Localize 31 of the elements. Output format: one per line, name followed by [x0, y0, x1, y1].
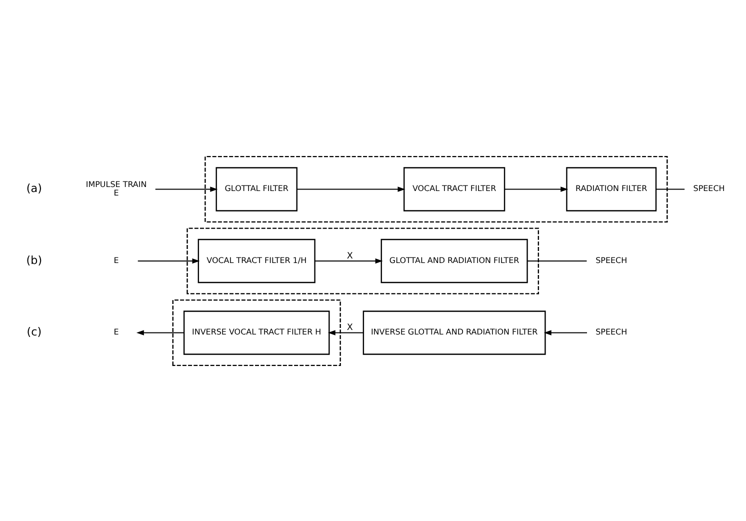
edge-label: X — [346, 322, 353, 333]
node-box: VOCAL TRACT FILTER 1/H — [198, 238, 316, 283]
cluster — [186, 227, 540, 294]
arrow — [154, 186, 218, 192]
node-box: INVERSE GLOTTAL AND RADIATION FILTER — [362, 310, 546, 354]
node-text: SPEECH — [596, 327, 628, 336]
node-text: E — [114, 327, 119, 336]
arrow — [136, 330, 184, 335]
node-box: GLOTTAL FILTER — [216, 166, 298, 211]
cluster — [204, 155, 668, 222]
connector — [526, 260, 588, 261]
label: (b) — [26, 253, 42, 266]
node-box: RADIATION FILTER — [566, 166, 657, 211]
label: (a) — [26, 182, 42, 195]
arrow — [504, 186, 568, 192]
arrow — [544, 330, 588, 335]
node-text: SPEECH — [693, 184, 725, 193]
node-box: VOCAL TRACT FILTER — [404, 166, 506, 211]
label: (c) — [26, 325, 42, 338]
arrow — [296, 186, 406, 192]
node-text: SPEECH — [596, 255, 628, 264]
node-text: E — [114, 255, 119, 264]
arrow — [137, 258, 200, 264]
node-text: IMPULSE TRAIN E — [86, 179, 147, 198]
cluster — [172, 298, 341, 366]
arrow — [328, 330, 364, 335]
node-box: INVERSE VOCAL TRACT FILTER H — [183, 310, 330, 354]
edge-label: X — [346, 250, 353, 261]
connector — [656, 188, 686, 190]
node-box: GLOTTAL AND RADIATION FILTER — [380, 238, 528, 283]
arrow — [314, 258, 383, 264]
